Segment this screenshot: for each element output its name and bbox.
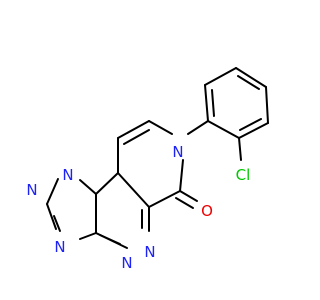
bond xyxy=(148,120,173,135)
bond xyxy=(175,197,194,209)
atom-label-nitrogen: N xyxy=(144,243,155,261)
bond xyxy=(46,178,59,205)
atom-label-nitrogen: N xyxy=(121,254,132,272)
bond xyxy=(99,234,121,245)
atom-label-oxygen: O xyxy=(201,202,213,220)
atom-label-nitrogen: N xyxy=(54,238,65,256)
atom-label-nitrogen: N xyxy=(172,143,183,161)
bond xyxy=(46,203,57,230)
bond xyxy=(237,75,260,90)
bond xyxy=(95,172,119,195)
bond xyxy=(187,120,209,135)
bond xyxy=(79,232,97,240)
bond xyxy=(204,84,209,122)
bond xyxy=(204,67,237,86)
bond xyxy=(265,86,269,124)
bond xyxy=(211,89,215,117)
bond xyxy=(117,120,150,139)
molecule-structure-diagram: N O Cl N N N N N xyxy=(26,67,269,272)
bond-group xyxy=(46,67,269,249)
bond xyxy=(79,179,97,195)
bond xyxy=(207,120,240,139)
bond xyxy=(239,118,262,131)
bond xyxy=(235,67,267,88)
atom-label-nitrogen: N xyxy=(62,166,73,184)
bond xyxy=(179,159,184,192)
bond xyxy=(123,129,150,145)
bond xyxy=(117,172,150,208)
bond xyxy=(179,190,198,202)
atom-label-chlorine: Cl xyxy=(236,166,251,184)
bond xyxy=(238,122,269,139)
bond xyxy=(238,137,242,161)
atom-label-nitrogen: N xyxy=(26,181,37,199)
bond xyxy=(53,215,61,232)
atom-label-group: N O Cl N N N N N xyxy=(26,143,250,272)
bond xyxy=(148,190,181,208)
